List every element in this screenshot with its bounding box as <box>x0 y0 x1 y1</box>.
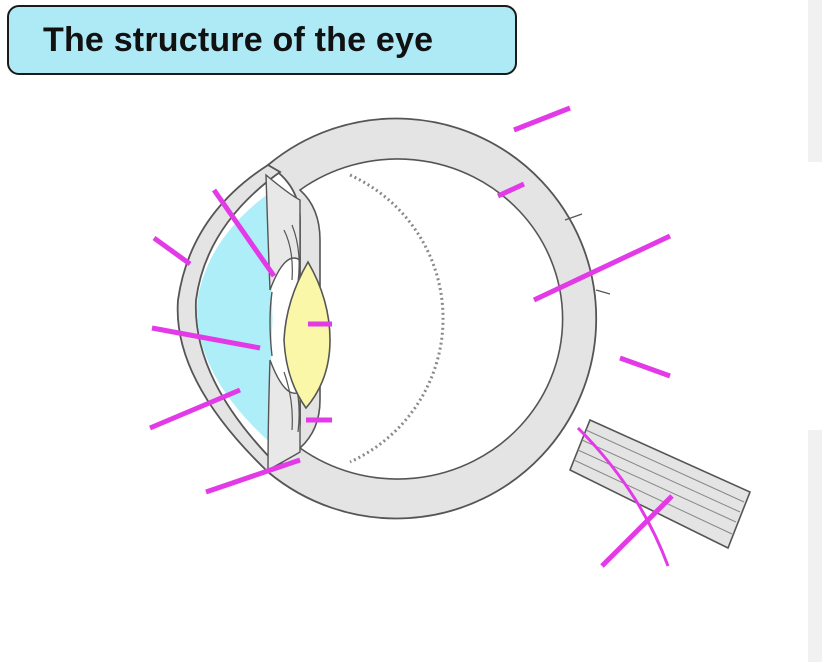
label-line <box>205 457 301 495</box>
ciliary-body-bottom <box>267 359 301 472</box>
label-line <box>600 494 674 568</box>
right-edge-strip-bottom <box>808 430 822 662</box>
diagram-title: The structure of the eye <box>43 20 434 59</box>
label-line <box>619 355 671 379</box>
wall-mark <box>564 213 583 221</box>
wall-mark <box>595 289 611 295</box>
label-line <box>513 105 571 133</box>
label-line <box>211 188 277 278</box>
label-line <box>151 325 261 351</box>
retina <box>349 173 445 464</box>
label-line <box>149 387 241 431</box>
optic-nerve <box>568 418 752 550</box>
iris <box>269 291 273 357</box>
lens <box>283 260 331 410</box>
title-box: The structure of the eye <box>7 5 517 75</box>
label-lines <box>149 105 674 568</box>
label-line <box>532 233 672 303</box>
label-line <box>152 235 192 267</box>
ciliary-body-top <box>265 173 301 291</box>
right-edge-strip-top <box>808 0 822 162</box>
optic-blood-vessel <box>576 426 670 567</box>
label-line <box>496 181 526 199</box>
